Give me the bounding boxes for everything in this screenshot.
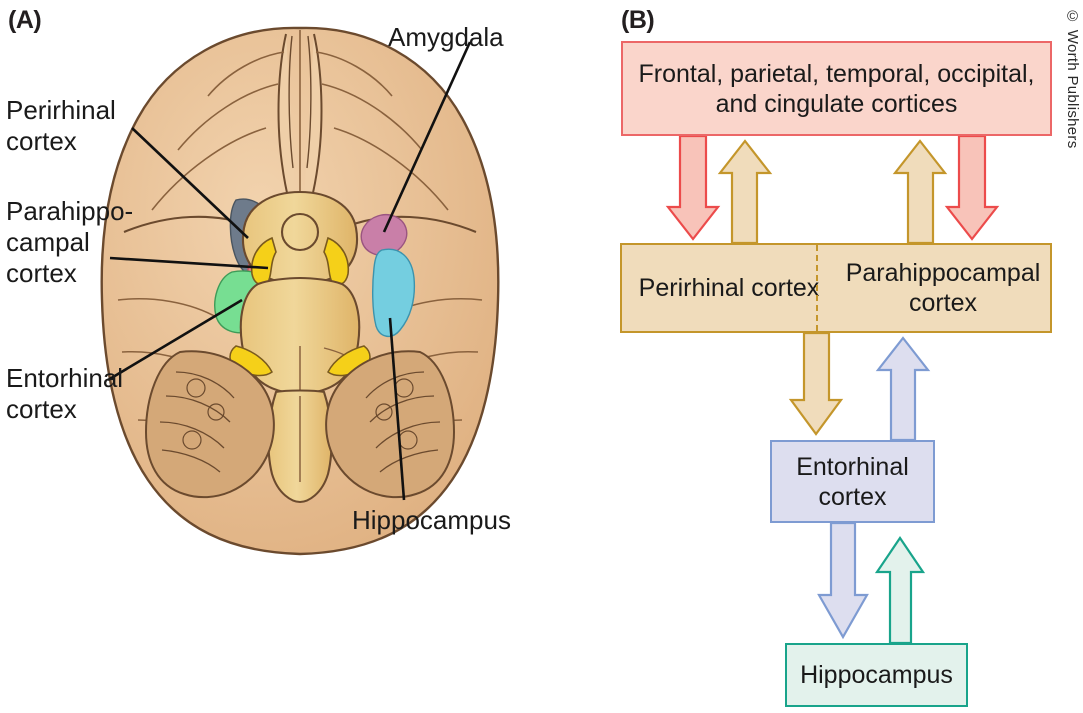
cerebellum-right	[325, 350, 456, 499]
region-hippocampus	[371, 248, 416, 337]
perirhinal-parahippocampal-divider	[816, 245, 818, 331]
arrow-cortices-to-parahippocampal	[944, 134, 1000, 241]
leader-lines	[107, 41, 472, 501]
panel-b: (B) Frontal, parietal, temporal, occipit…	[600, 0, 1083, 713]
box-parahippocampal-label: Parahippocampal cortex	[845, 259, 1041, 317]
brainstem-group	[229, 190, 371, 504]
box-perirhinal-parahippocampal[interactable]: Perirhinal cortex Parahippocampal cortex	[620, 243, 1052, 333]
panel-a-tag: (A)	[8, 6, 42, 34]
box-cortices-label: Frontal, parietal, temporal, occipital, …	[638, 59, 1035, 118]
label-perirhinal-cortex: Perirhinal cortex	[6, 95, 116, 156]
panel-b-tag: (B)	[621, 6, 655, 34]
label-entorhinal-cortex: Entorhinal cortex	[6, 363, 124, 424]
cerebellum-left	[144, 350, 275, 499]
label-hippocampus: Hippocampus	[352, 505, 511, 535]
arrow-hippocampus-to-entorhinal	[874, 536, 926, 645]
box-entorhinal-label: Entorhinal cortex	[796, 452, 909, 511]
arrow-entorhinal-to-parahippocampal	[875, 336, 931, 442]
box-perirhinal-cortex[interactable]: Perirhinal cortex	[622, 245, 836, 331]
box-hippocampus[interactable]: Hippocampus	[785, 643, 968, 707]
connection-arrows	[665, 134, 1000, 645]
box-entorhinal-cortex[interactable]: Entorhinal cortex	[770, 440, 935, 523]
box-hippocampus-label: Hippocampus	[800, 661, 953, 689]
panel-a: (A)	[6, 6, 511, 556]
arrow-cortices-to-entorhinal	[788, 331, 844, 436]
box-perirhinal-label: Perirhinal cortex	[638, 274, 820, 302]
label-amygdala: Amygdala	[388, 22, 504, 52]
label-parahippocampal-cortex: Parahippo- campal cortex	[6, 196, 134, 288]
box-parahippocampal-cortex[interactable]: Parahippocampal cortex	[836, 245, 1050, 331]
box-cortices[interactable]: Frontal, parietal, temporal, occipital, …	[621, 41, 1052, 136]
arrow-parahippocampal-to-cortices	[892, 139, 948, 245]
copyright-notice: © Worth Publishers	[1064, 8, 1081, 149]
arrow-cortices-to-perirhinal	[665, 134, 721, 241]
brain-ventral-view-illustration	[100, 26, 500, 556]
arrow-perirhinal-to-cortices	[717, 139, 773, 245]
arrow-entorhinal-to-hippocampus	[817, 521, 869, 640]
